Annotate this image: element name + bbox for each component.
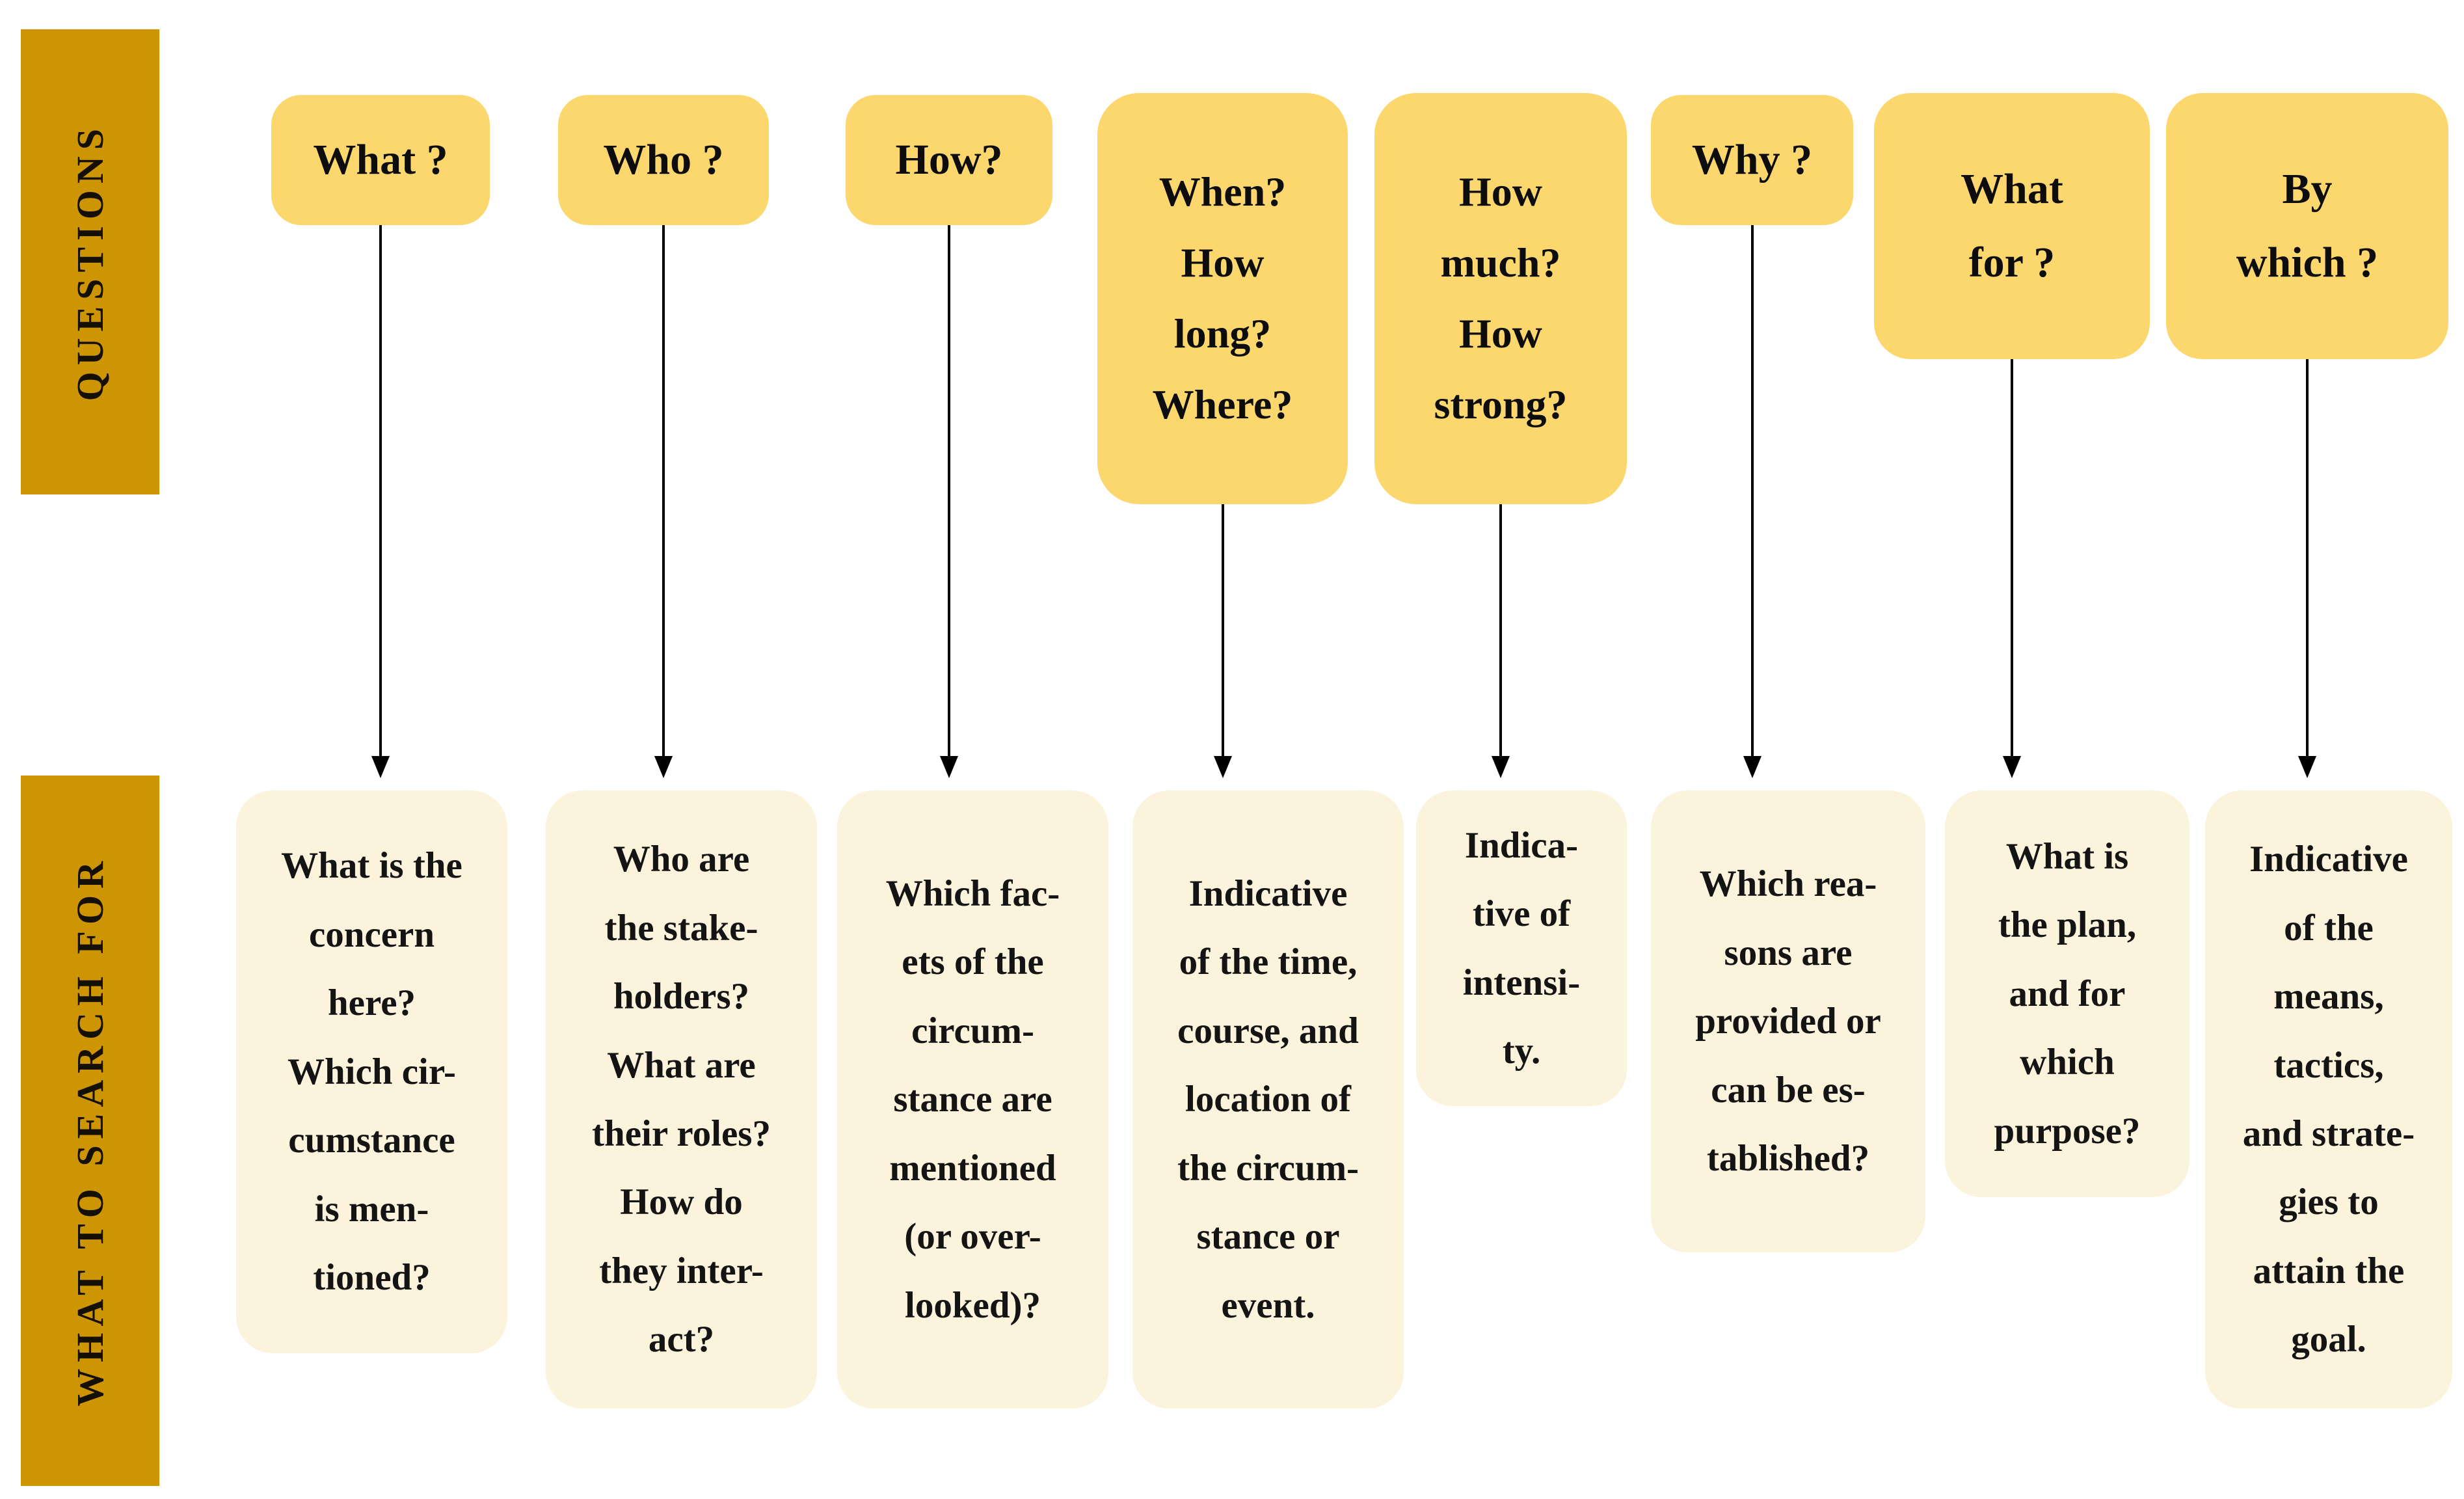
arrow-head-icon xyxy=(1214,756,1232,778)
answer-box-why: Which rea- sons are provided or can be e… xyxy=(1651,790,1925,1252)
answer-box-when-how-long-where: Indicative of the time, course, and loca… xyxy=(1132,790,1404,1409)
arrow-what xyxy=(369,225,392,778)
arrow-shaft xyxy=(1751,225,1754,760)
arrow-why xyxy=(1741,225,1763,778)
question-box-who: Who ? xyxy=(558,95,769,225)
arrow-shaft xyxy=(2011,359,2013,760)
arrow-who xyxy=(652,225,675,778)
search-label: WHAT TO SEARCH FOR xyxy=(69,855,111,1407)
answer-box-who: Who are the stake- holders? What are the… xyxy=(546,790,817,1409)
question-box-when-how-long-where: When? How long? Where? xyxy=(1097,93,1348,504)
arrow-how xyxy=(938,225,960,778)
arrow-shaft xyxy=(379,225,382,760)
questions-sidebar: QUESTIONS xyxy=(21,29,159,494)
questions-label: QUESTIONS xyxy=(69,122,111,401)
question-box-why: Why ? xyxy=(1651,95,1853,225)
arrow-shaft xyxy=(662,225,665,760)
arrow-by-which xyxy=(2296,359,2318,778)
question-box-how: How? xyxy=(846,95,1052,225)
arrow-head-icon xyxy=(371,756,390,778)
arrow-shaft xyxy=(1222,504,1224,760)
question-box-what: What ? xyxy=(271,95,490,225)
arrow-how-much-how-strong xyxy=(1490,504,1512,778)
question-box-how-much-how-strong: How much? How strong? xyxy=(1374,93,1627,504)
search-sidebar: WHAT TO SEARCH FOR xyxy=(21,776,159,1486)
question-box-what-for: What for ? xyxy=(1874,93,2150,359)
answer-box-what: What is the concern here? Which cir- cum… xyxy=(236,790,507,1353)
arrow-head-icon xyxy=(1492,756,1510,778)
arrow-head-icon xyxy=(654,756,673,778)
arrow-shaft xyxy=(2306,359,2309,760)
arrow-shaft xyxy=(1499,504,1502,760)
answer-box-how: Which fac- ets of the circum- stance are… xyxy=(837,790,1108,1409)
arrow-shaft xyxy=(948,225,950,760)
arrow-what-for xyxy=(2001,359,2023,778)
arrow-head-icon xyxy=(940,756,958,778)
answer-box-by-which: Indicative of the means, tactics, and st… xyxy=(2205,790,2452,1409)
arrow-head-icon xyxy=(2298,756,2316,778)
question-box-by-which: By which ? xyxy=(2166,93,2448,359)
answer-box-how-much-how-strong: Indica- tive of intensi- ty. xyxy=(1416,790,1627,1106)
arrow-head-icon xyxy=(1743,756,1761,778)
answer-box-what-for: What is the plan, and for which purpose? xyxy=(1945,790,2189,1197)
arrow-when-how-long-where xyxy=(1212,504,1234,778)
arrow-head-icon xyxy=(2003,756,2021,778)
